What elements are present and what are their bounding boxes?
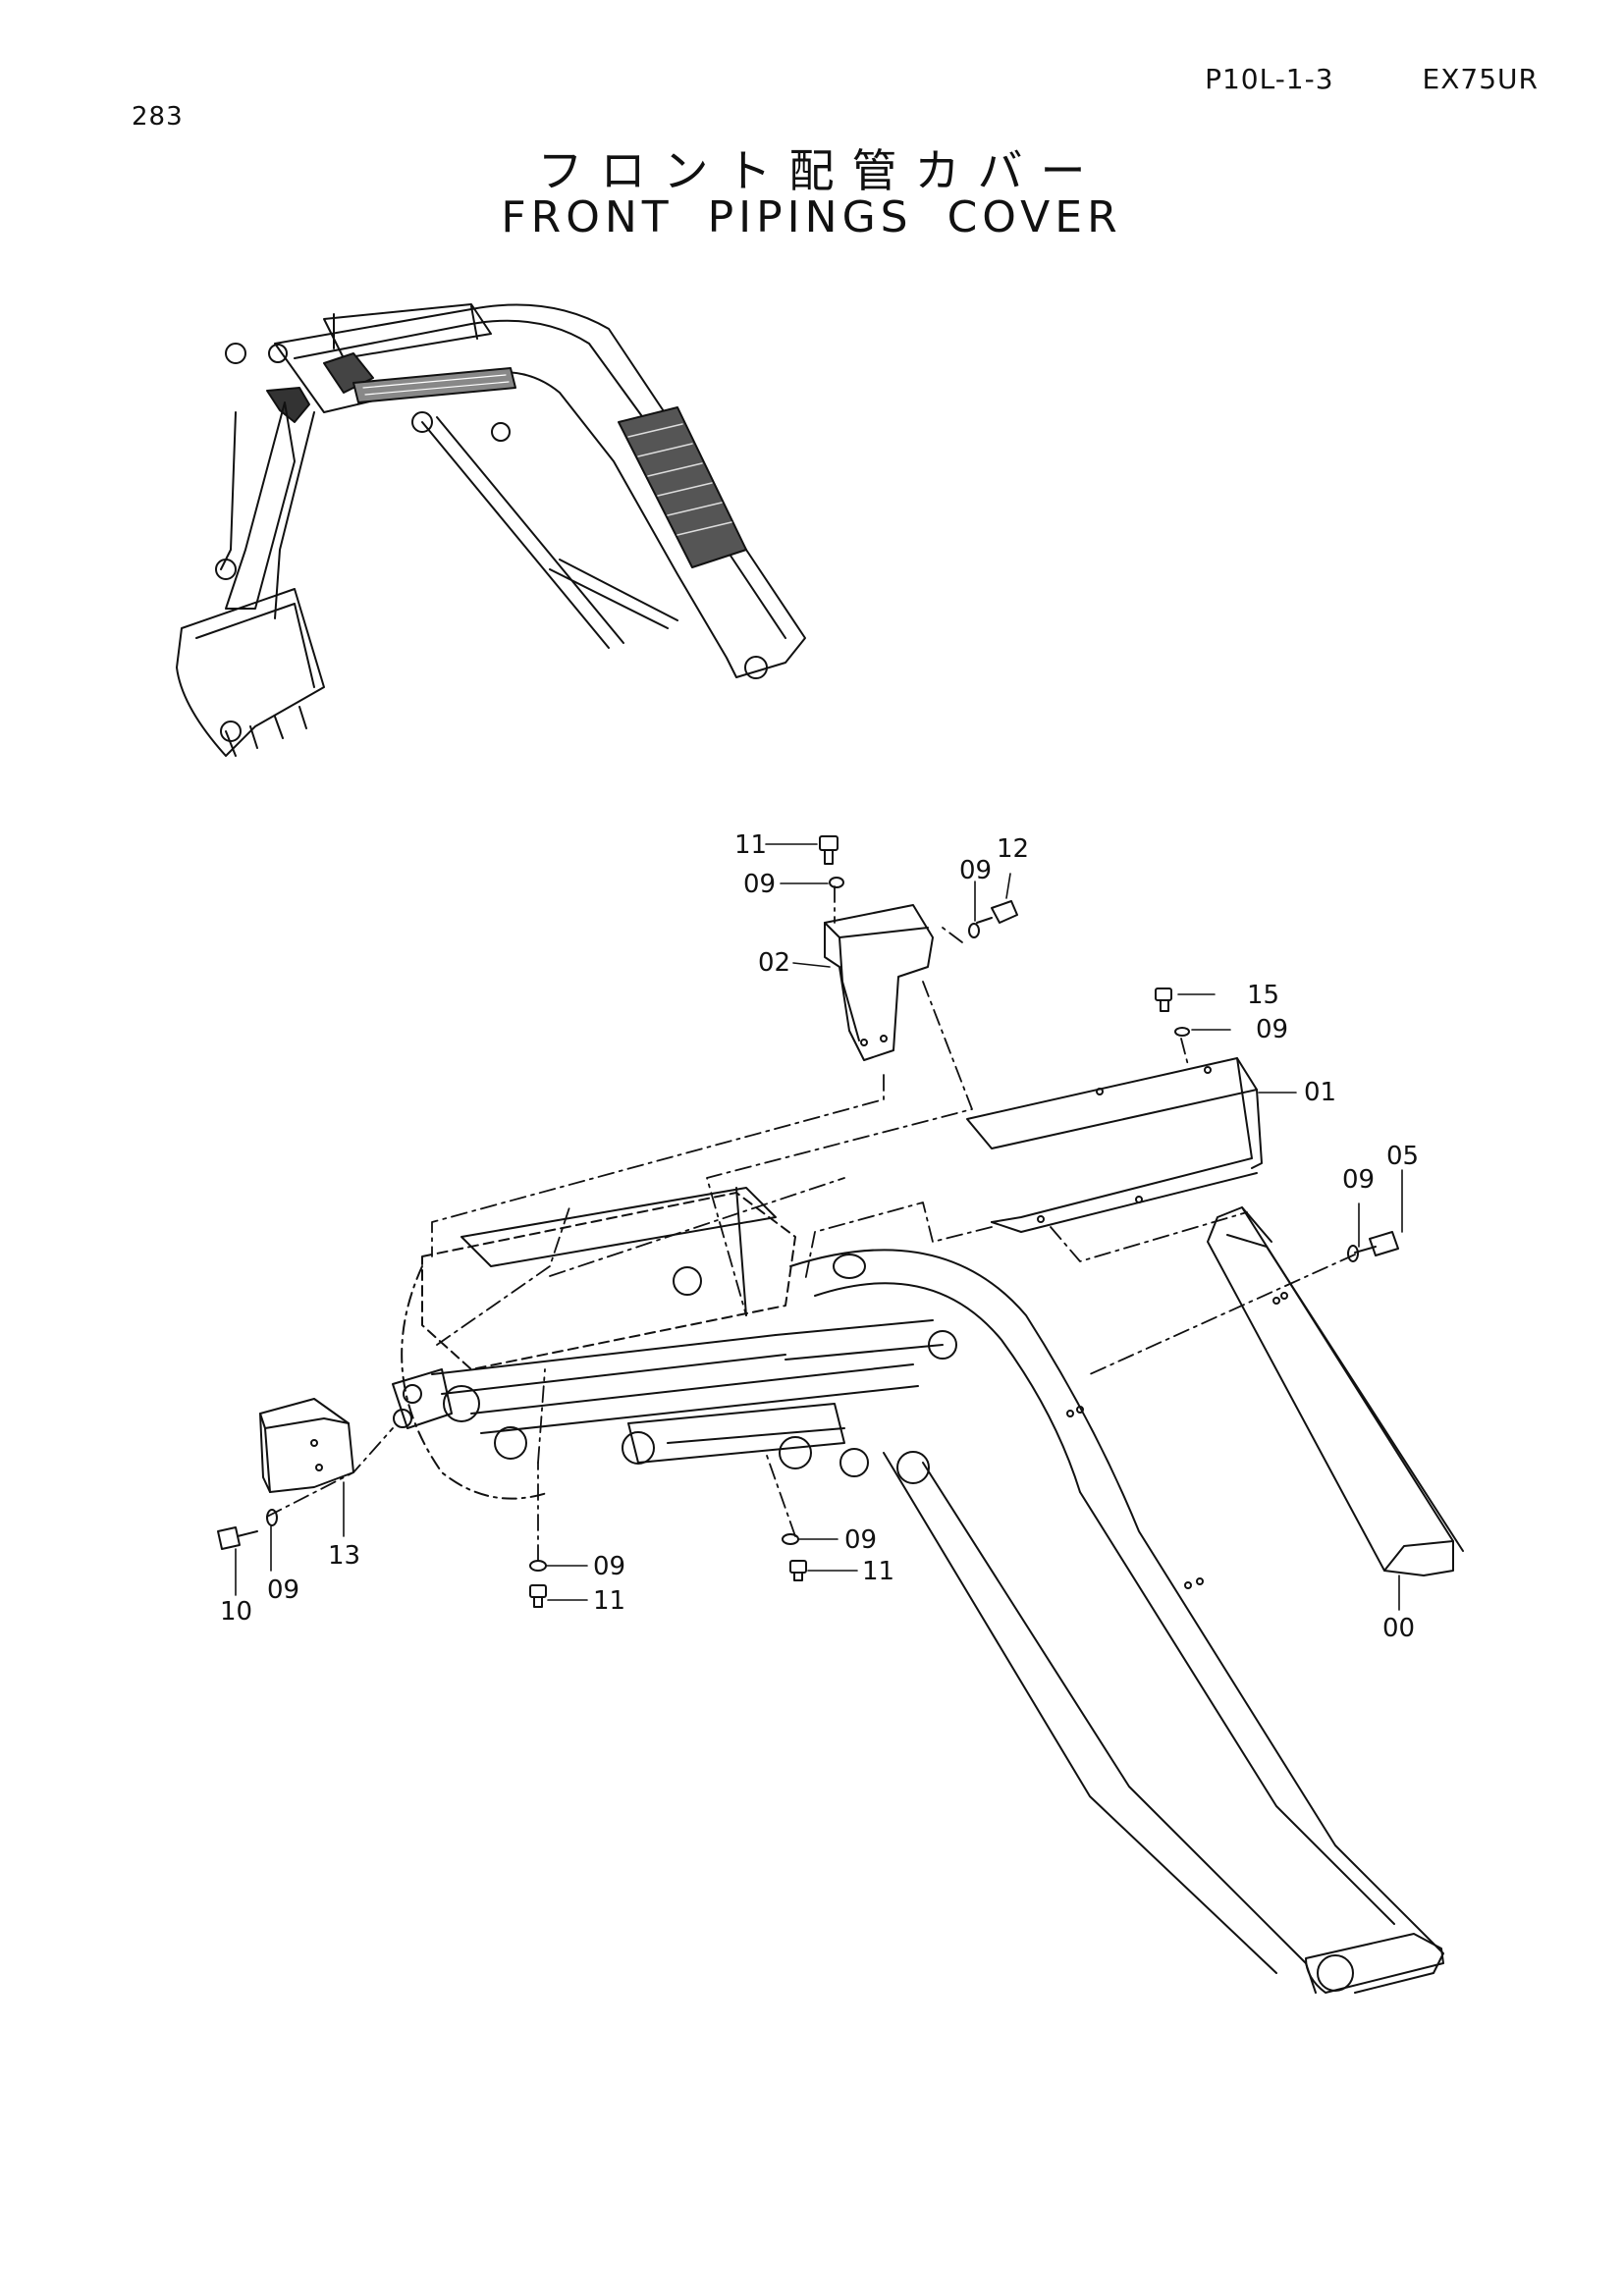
callout-11-lower-right: 11 [862, 1557, 894, 1586]
model-code: EX75UR [1422, 63, 1539, 95]
callout-12: 12 [997, 834, 1029, 864]
callout-09-lower-mid: 09 [593, 1552, 625, 1581]
callout-11-top: 11 [734, 830, 767, 860]
part-00-cover [1207, 1206, 1464, 1576]
part-01-cover [966, 1057, 1263, 1233]
overview-excavator-illustration [176, 303, 806, 757]
callout-05: 05 [1386, 1142, 1419, 1171]
callout-09-right-top: 09 [959, 856, 992, 885]
callout-09-top: 09 [743, 870, 776, 899]
callout-02: 02 [758, 948, 790, 978]
fasteners [217, 835, 1399, 1608]
callout-leaders [235, 843, 1403, 1611]
callout-15: 15 [1247, 981, 1279, 1010]
page-title-english: FRONT PIPINGS COVER [501, 192, 1122, 242]
callout-labels: 11 09 09 12 02 15 09 01 09 05 13 10 09 0… [220, 830, 1419, 1643]
assembly-lines [266, 885, 1356, 1562]
main-boom-illustration [392, 1187, 1444, 1994]
page-number: 283 [132, 102, 184, 132]
callout-13: 13 [328, 1541, 360, 1571]
callout-01: 01 [1304, 1078, 1336, 1107]
callout-11-lower-mid: 11 [593, 1586, 625, 1616]
callout-09-left: 09 [267, 1575, 299, 1605]
callout-09-lower-right: 09 [844, 1525, 877, 1555]
part-02-cover [824, 904, 934, 1061]
callout-10: 10 [220, 1597, 252, 1627]
page-title-japanese: フロント配管カバー [537, 144, 1104, 197]
callout-09-right: 09 [1342, 1165, 1375, 1195]
callout-09-mid: 09 [1256, 1015, 1288, 1044]
header-codes: P10L-1-3 EX75UR [1205, 63, 1539, 95]
page-code: P10L-1-3 [1205, 63, 1334, 95]
part-13-block [259, 1398, 354, 1493]
callout-00: 00 [1382, 1614, 1415, 1643]
